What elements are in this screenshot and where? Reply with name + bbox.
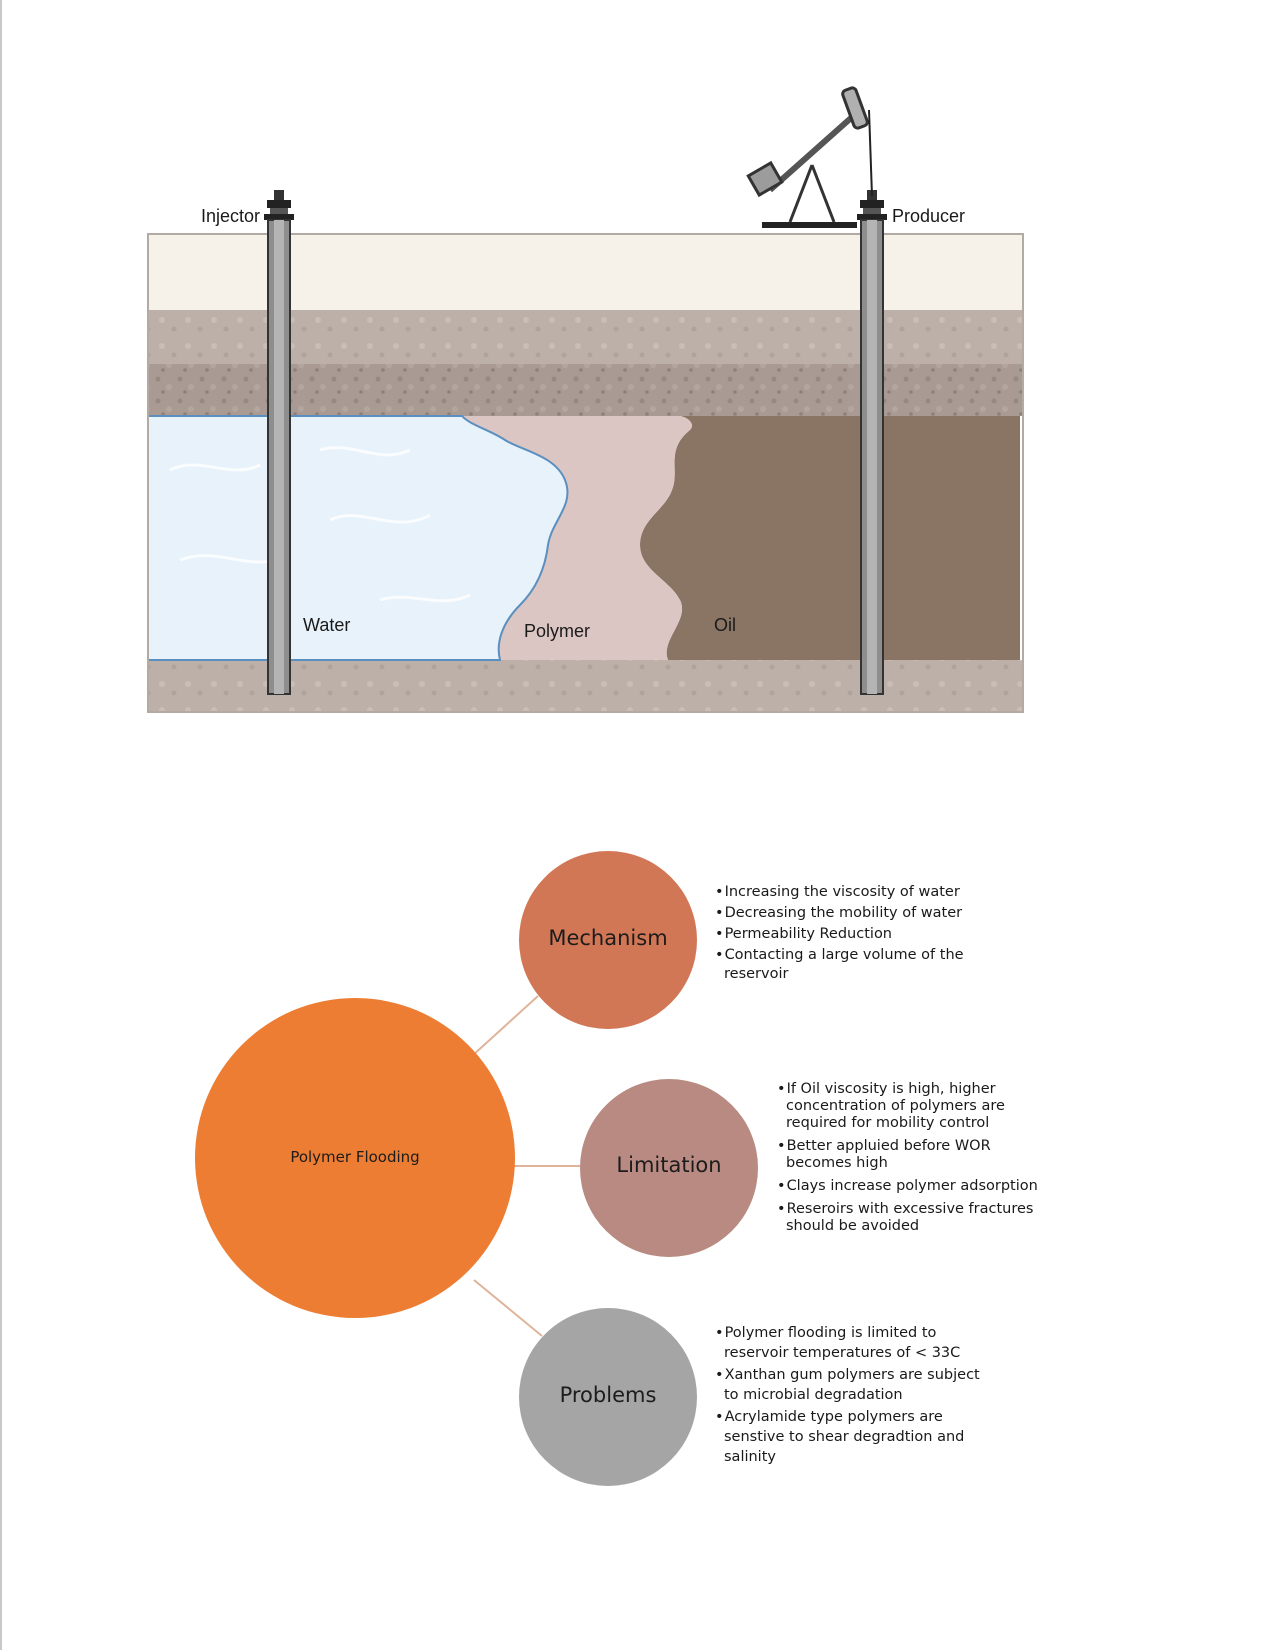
- producer-well-icon: [857, 190, 887, 695]
- problems-point: Acrylamide type polymers are senstive to…: [715, 1407, 980, 1467]
- connector-mechanism: [471, 995, 539, 1057]
- producer-label: Producer: [892, 206, 965, 226]
- mechanism-point: Increasing the viscosity of water: [715, 883, 975, 902]
- polymer-label: Polymer: [524, 621, 590, 641]
- oil-label: Oil: [714, 615, 736, 635]
- mechanism-point: Decreasing the mobility of water: [715, 904, 975, 923]
- problems-point: Polymer flooding is limited to reservoir…: [715, 1323, 980, 1363]
- oil-zone: [600, 416, 1020, 660]
- limitation-label: Limitation: [616, 1153, 722, 1177]
- polymer-zone: [462, 416, 692, 660]
- reservoir-diagram: Injector Producer Water Polymer Oil: [147, 86, 1024, 713]
- problems-label: Problems: [559, 1383, 657, 1407]
- center-bubble-label: Polymer Flooding: [290, 1148, 420, 1166]
- reservoir-border: [147, 233, 1024, 713]
- water-label: Water: [303, 615, 350, 635]
- mechanism-point: Permeability Reduction: [715, 925, 975, 944]
- connector-problems: [473, 1279, 543, 1337]
- limitation-point: Better appluied before WOR becomes high: [777, 1138, 1047, 1172]
- limitation-point: Reseroirs with excessive fractures shoul…: [777, 1201, 1047, 1235]
- water-zone: [147, 415, 569, 661]
- page-edge: [0, 0, 2, 1650]
- mechanism-points: Increasing the viscosity of water Decrea…: [715, 883, 975, 986]
- pumpjack-icon: [746, 86, 873, 228]
- limitation-point: If Oil viscosity is high, higher concent…: [777, 1081, 1047, 1132]
- problems-points: Polymer flooding is limited to reservoir…: [715, 1323, 980, 1469]
- problems-point: Xanthan gum polymers are subject to micr…: [715, 1365, 980, 1405]
- limitation-points: If Oil viscosity is high, higher concent…: [777, 1081, 1047, 1237]
- connector-lines: [471, 995, 580, 1337]
- mechanism-label: Mechanism: [548, 926, 668, 950]
- injector-well-icon: [264, 190, 294, 695]
- reservoir-cross-section: [147, 233, 1024, 713]
- limitation-point: Clays increase polymer adsorption: [777, 1178, 1047, 1195]
- injector-label: Injector: [201, 206, 260, 226]
- mechanism-point: Contacting a large volume of the reservo…: [715, 946, 975, 984]
